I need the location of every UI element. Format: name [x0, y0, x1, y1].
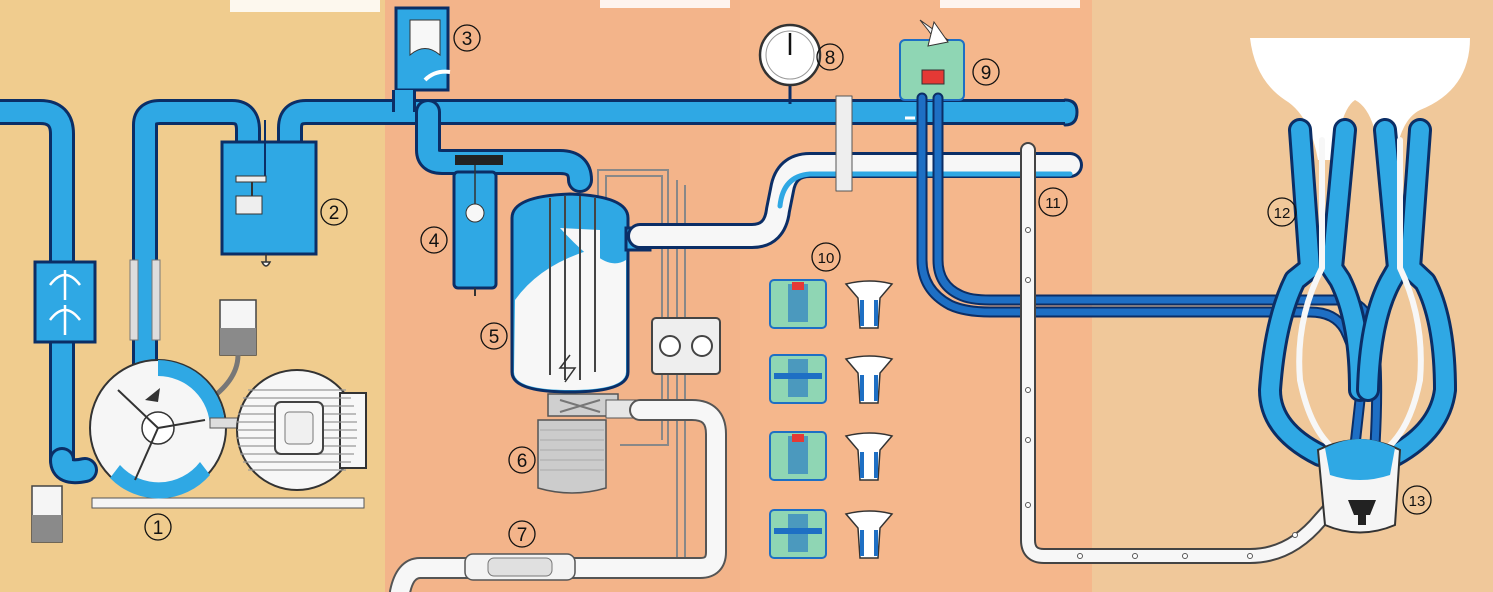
label-7: 7 — [508, 520, 536, 548]
label-13: 13 — [1402, 485, 1432, 515]
pulsation-phase — [769, 354, 894, 404]
vacuum-pump-unit — [31, 259, 367, 543]
label-5: 5 — [480, 322, 508, 350]
sanitary-trap — [452, 155, 503, 296]
pulsation-phase — [769, 431, 894, 481]
pulsation-phase — [769, 279, 894, 329]
label-9: 9 — [972, 58, 1000, 86]
pulsation-phases — [769, 279, 894, 559]
svg-text:1: 1 — [153, 518, 164, 539]
pulsation-phase — [769, 509, 894, 559]
svg-text:9: 9 — [981, 63, 992, 84]
label-1: 1 — [144, 513, 172, 541]
top-smudge — [230, 0, 380, 12]
pulsator-main — [899, 19, 965, 120]
milk-line — [627, 95, 1083, 249]
milk-pump — [537, 399, 647, 494]
top-smudge-3 — [940, 0, 1080, 8]
label-2: 2 — [320, 198, 348, 226]
label-4: 4 — [420, 226, 448, 254]
svg-text:10: 10 — [818, 250, 835, 267]
label-3: 3 — [453, 24, 481, 52]
svg-text:8: 8 — [825, 48, 836, 69]
svg-text:13: 13 — [1409, 493, 1426, 510]
svg-text:6: 6 — [517, 451, 528, 472]
label-8: 8 — [816, 43, 844, 71]
milking-claw — [1316, 439, 1402, 534]
label-12: 12 — [1267, 197, 1297, 227]
svg-text:3: 3 — [462, 29, 473, 50]
vacuum-regulator — [392, 6, 451, 112]
vacuum-gauge — [758, 23, 822, 104]
svg-text:4: 4 — [429, 231, 440, 252]
main-vacuum-line — [0, 98, 1079, 485]
svg-text:7: 7 — [517, 525, 528, 546]
label-11: 11 — [1038, 187, 1068, 217]
svg-text:11: 11 — [1045, 195, 1061, 212]
label-6: 6 — [508, 446, 536, 474]
label-10: 10 — [811, 242, 841, 272]
interceptor-tank — [220, 120, 318, 267]
udder — [1250, 38, 1470, 160]
teat-cups — [1258, 118, 1457, 467]
top-smudge-2 — [600, 0, 730, 8]
milk-filter — [464, 553, 576, 581]
svg-text:2: 2 — [329, 203, 340, 224]
long-milk-tube — [1020, 142, 1353, 564]
milk-delivery-line — [389, 399, 727, 592]
svg-text:5: 5 — [489, 327, 500, 348]
svg-text:12: 12 — [1274, 205, 1291, 222]
electric-motor — [236, 369, 367, 491]
